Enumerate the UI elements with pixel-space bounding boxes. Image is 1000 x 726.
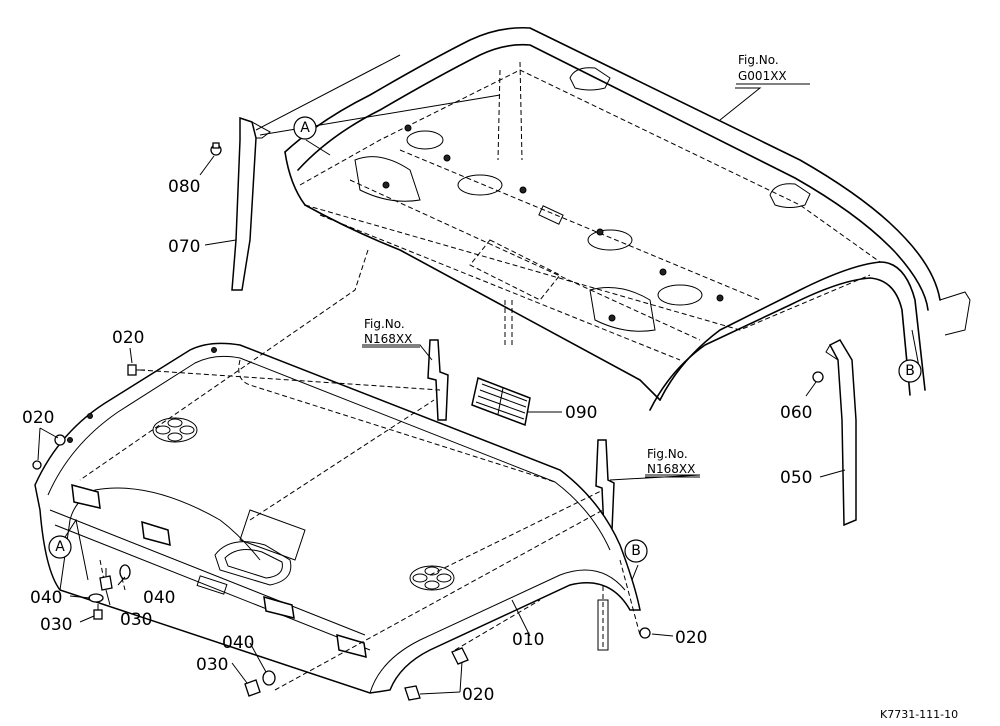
fig-ref-g001xx: Fig.No. G001XX	[736, 53, 810, 85]
clip-020-bottom-a	[451, 647, 469, 665]
label-020-left: 020	[22, 408, 54, 428]
svg-text:A: A	[300, 120, 310, 136]
label-040-bottom: 040	[222, 633, 254, 653]
bracket-right-n168	[595, 439, 615, 651]
fig-ref-n168xx-right: Fig.No. N168XX	[645, 447, 700, 478]
svg-text:G001XX: G001XX	[738, 69, 787, 83]
washer-040-bottom	[262, 670, 276, 686]
label-040-left: 040	[30, 588, 62, 608]
clip-020-right	[639, 627, 651, 639]
roof-frame-assembly	[284, 26, 971, 411]
leader-lines	[37, 54, 921, 695]
svg-text:Fig.No.: Fig.No.	[647, 447, 688, 461]
washer-040-mid	[119, 564, 131, 580]
svg-text:B: B	[631, 543, 641, 559]
label-050: 050	[780, 468, 812, 488]
label-020-right: 020	[675, 628, 707, 648]
grille-090	[471, 376, 531, 427]
marker-a-bottom: A	[48, 535, 72, 559]
assembly-lines	[79, 249, 641, 691]
speaker-grille-left	[152, 417, 198, 443]
clip-020-left-b	[32, 460, 42, 470]
clip-020-bottom-b	[404, 685, 421, 701]
marker-b-bottom: B	[624, 539, 648, 563]
drawing-code: K7731-111-10	[880, 708, 958, 721]
clip-020-left-a	[54, 434, 66, 446]
label-030-left: 030	[40, 615, 72, 635]
marker-a-top: A	[293, 116, 317, 140]
svg-text:B: B	[905, 363, 915, 379]
label-010: 010	[512, 630, 544, 650]
washer-040-left	[88, 593, 104, 603]
svg-text:Fig.No.: Fig.No.	[738, 53, 779, 67]
pillar-trim-left-070	[231, 116, 271, 291]
label-070: 070	[168, 237, 200, 257]
label-040-mid: 040	[143, 588, 175, 608]
bolt-060	[812, 371, 824, 383]
svg-text:N168XX: N168XX	[647, 462, 695, 476]
bolt-030-bottom	[244, 679, 261, 697]
label-020-top: 020	[112, 328, 144, 348]
pillar-trim-right-050	[825, 339, 857, 527]
headliner-010	[34, 342, 641, 694]
label-080: 080	[168, 177, 200, 197]
bolt-080	[210, 142, 222, 156]
label-030-bottom: 030	[196, 655, 228, 675]
svg-text:A: A	[55, 539, 65, 555]
label-090: 090	[565, 403, 597, 423]
clip-020-top	[127, 364, 145, 376]
label-030-mid: 030	[120, 610, 152, 630]
bolt-030-mid	[99, 568, 113, 591]
svg-text:Fig.No.: Fig.No.	[364, 317, 405, 331]
svg-text:N168XX: N168XX	[364, 332, 412, 346]
bolt-030-left	[93, 604, 103, 620]
label-060: 060	[780, 403, 812, 423]
label-020-bottom: 020	[462, 685, 494, 705]
part-labels: 080 070 020 020 090 060 050 040 040 030 …	[22, 177, 812, 705]
fig-ref-n168xx-left: Fig.No. N168XX	[362, 317, 420, 348]
marker-b-right: B	[898, 359, 922, 383]
